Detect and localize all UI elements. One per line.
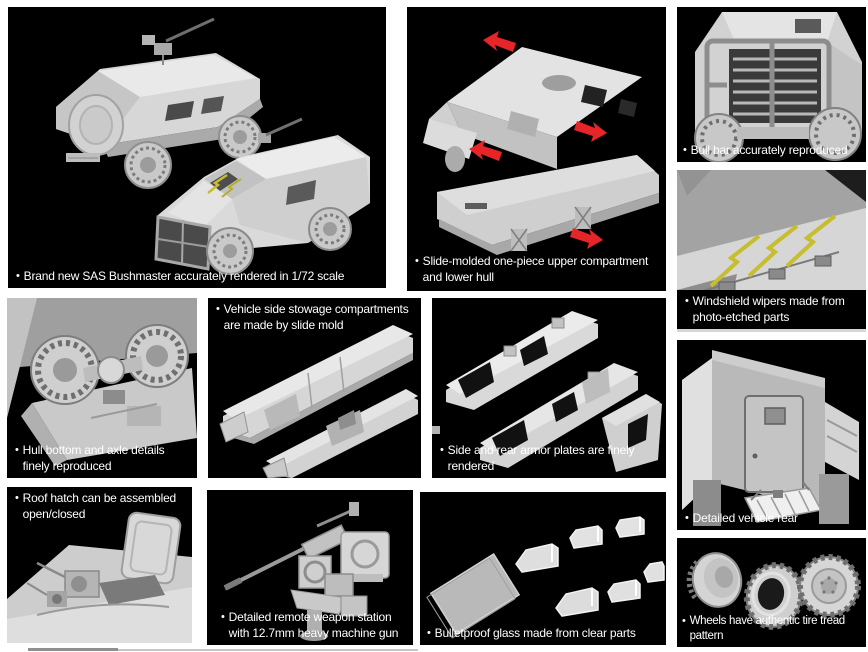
caption-text: Vehicle side stowage compartments are ma… [223, 302, 409, 332]
stowage-part [219, 325, 413, 444]
caption: • Wheels have authentic tire tread patte… [677, 614, 866, 644]
glass-edge-highlight [551, 517, 641, 606]
caption: • Vehicle side stowage compartments are … [208, 302, 421, 334]
hull-bottom-illustration [7, 298, 197, 466]
wheel [686, 552, 743, 608]
roof-equipment [26, 561, 170, 616]
panel-vehicle-rear: • Detailed vehicle rear [677, 340, 866, 530]
bullet-icon: • [16, 270, 20, 283]
mud-flap [693, 480, 721, 526]
red-arrow-icon [469, 31, 607, 249]
armor-plate [432, 394, 662, 472]
roof-machine-gun [258, 117, 303, 143]
bullet-icon: • [682, 614, 686, 627]
stowage-part [262, 389, 418, 478]
wiper-marking [207, 173, 242, 198]
upper-compartment [423, 47, 642, 172]
panel-armor-plates: • Side and rear armor plates are finely … [432, 298, 666, 478]
axle [83, 356, 143, 404]
caption: • Bull bar accurately reproduced [677, 143, 866, 159]
bullet-icon: • [683, 144, 687, 157]
caption-text: Windshield wipers made from photo-etched… [692, 294, 845, 325]
wiper-bracket [718, 255, 832, 293]
stowage-illustration [219, 325, 418, 478]
caption-text: Side and rear armor plates are finely re… [447, 443, 635, 474]
cropped-artifact-line [118, 649, 418, 651]
bullet-icon: • [15, 492, 19, 504]
bullet-icon: • [427, 627, 431, 640]
lower-hull [437, 155, 659, 255]
caption-text: Roof hatch can be assembled open/closed [22, 491, 177, 521]
caption: • Side and rear armor plates are finely … [432, 443, 666, 475]
mud-flap [819, 474, 849, 524]
axle-bracket [574, 206, 592, 230]
axle-bracket [510, 228, 528, 252]
panel-bull-bar: • Bull bar accurately reproduced [677, 7, 866, 162]
armor-plate [480, 363, 638, 468]
panel-upper-lower-hull: • Slide-molded one-piece upper compartme… [407, 7, 666, 291]
bull-bar-illustration [694, 12, 862, 162]
ammo-box [340, 531, 390, 582]
machine-gun-barrel [223, 502, 359, 591]
caption: • Bulletproof glass made from clear part… [420, 626, 666, 642]
panel-wheels: • Wheels have authentic tire tread patte… [677, 538, 866, 647]
rear-door [744, 395, 804, 493]
caption: • Slide-molded one-piece upper compartme… [407, 254, 666, 286]
tire [125, 324, 189, 388]
caption-text: Wheels have authentic tire tread pattern [689, 614, 846, 642]
roof-machine-gun [142, 17, 215, 65]
bullet-icon: • [221, 611, 225, 624]
panel-bushmaster-overview: • Brand new SAS Bushmaster accurately re… [8, 7, 386, 288]
hull-parts-illustration [423, 31, 659, 255]
wheel [743, 562, 805, 630]
bull-bar [154, 215, 212, 271]
gun-mount [290, 555, 368, 641]
armor-plate [446, 311, 598, 410]
weapon-station-illustration [223, 502, 390, 641]
caption: • Detailed remote weapon station with 12… [207, 610, 413, 642]
caption-text: Bulletproof glass made from clear parts [434, 626, 636, 641]
caption: • Windshield wipers made from photo-etch… [677, 290, 866, 329]
bullet-icon: • [685, 512, 689, 525]
bushmaster-vehicles-illustration [56, 17, 370, 275]
bullet-icon: • [216, 303, 220, 315]
fold-down-step [743, 481, 823, 523]
caption-text: Slide-molded one-piece upper compartment… [422, 254, 649, 285]
bullet-icon: • [440, 444, 444, 457]
armor-plates-illustration [432, 311, 662, 472]
caption-text: Brand new SAS Bushmaster accurately rend… [23, 269, 345, 284]
glass-piece [515, 516, 665, 617]
vehicle-rear-left-view [56, 17, 263, 189]
caption-text: Detailed remote weapon station with 12.7… [228, 610, 399, 641]
hatch-opening [99, 575, 165, 605]
panel-weapon-station: • Detailed remote weapon station with 12… [207, 490, 413, 645]
panel-bulletproof-glass: • Bulletproof glass made from clear part… [420, 492, 666, 645]
panel-windshield-wipers: • Windshield wipers made from photo-etch… [677, 170, 866, 332]
bullet-icon: • [15, 444, 19, 457]
roof-hatch-illustration [7, 511, 192, 643]
panel-side-stowage: • Vehicle side stowage compartments are … [208, 298, 421, 478]
bullet-icon: • [685, 295, 689, 308]
caption-text: Detailed vehicle rear [692, 511, 798, 526]
wheels-illustration [686, 552, 861, 630]
caption-text: Hull bottom and axle details finely repr… [22, 443, 165, 474]
wheel [797, 554, 861, 618]
caption: • Detailed vehicle rear [677, 511, 866, 527]
caption-text: Bull bar accurately reproduced [690, 143, 848, 158]
caption: • Brand new SAS Bushmaster accurately re… [8, 269, 386, 285]
panel-hull-bottom: • Hull bottom and axle details finely re… [7, 298, 197, 478]
caption: • Hull bottom and axle details finely re… [7, 443, 197, 475]
bullet-icon: • [415, 255, 419, 268]
wiper-icon [709, 214, 837, 288]
vehicle-front-left-view [154, 117, 370, 275]
panel-roof-hatch: • Roof hatch can be assembled open/close… [7, 487, 192, 643]
glass-parts-illustration [426, 516, 665, 639]
vehicle-rear-illustration [682, 350, 859, 526]
caption: • Roof hatch can be assembled open/close… [7, 491, 192, 523]
glass-pane-flat [426, 553, 521, 639]
grille-slats [733, 57, 817, 116]
cropped-artifact-line [28, 648, 118, 651]
